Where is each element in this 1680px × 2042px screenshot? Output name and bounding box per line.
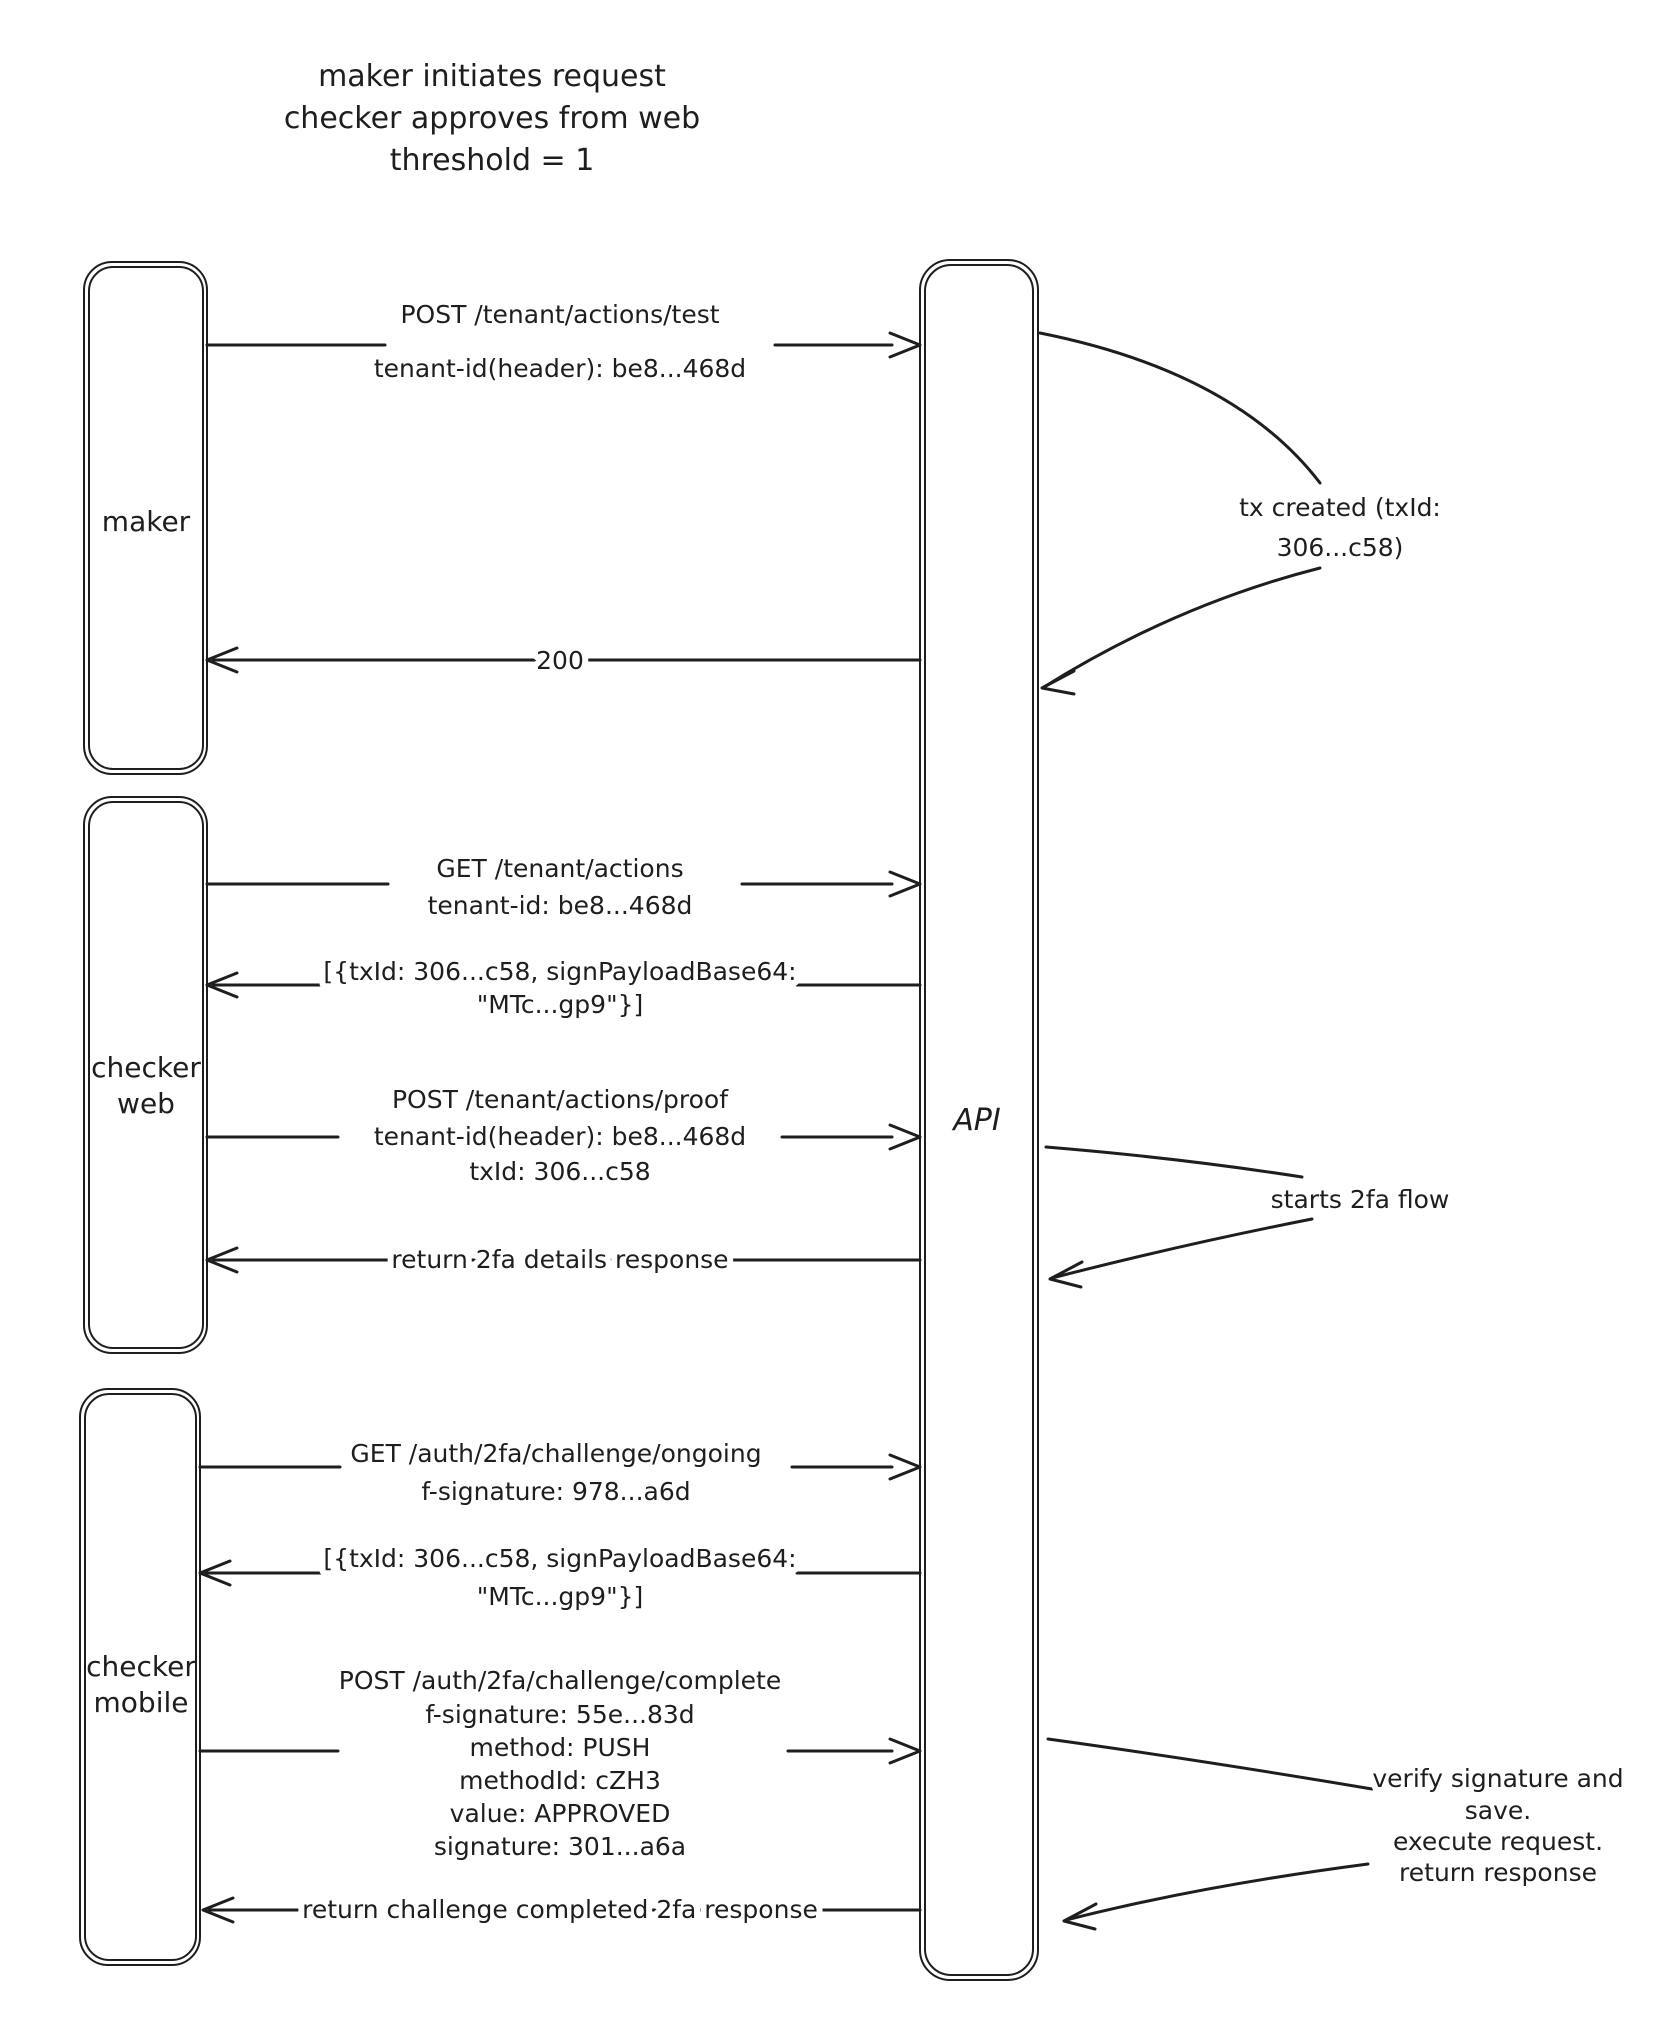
message-label: f-signature: 55e...83d [425, 1700, 694, 1729]
message-label: tenant-id(header): be8...468d [374, 354, 746, 383]
actor-label-checker-mobile-line: checker [86, 1650, 196, 1683]
api-box-inner [924, 264, 1034, 1976]
arrowhead-left-icon [205, 971, 239, 999]
message-200-response: 200 [205, 640, 922, 681]
message-label: GET /auth/2fa/challenge/ongoing [350, 1439, 761, 1468]
arrowhead-left-icon [201, 1896, 235, 1924]
annotation-label: execute request. [1393, 1827, 1603, 1856]
annotation-label: verify signature and [1372, 1764, 1623, 1793]
message-post-tenant-actions-test: POST /tenant/actions/test tenant-id(head… [205, 294, 922, 389]
message-post-tenant-actions-proof: POST /tenant/actions/proof tenant-id(hea… [205, 1079, 922, 1192]
message-label: txId: 306...c58 [469, 1157, 650, 1186]
message-label: return 2fa details response [391, 1245, 728, 1274]
annotation-line-back [1064, 1862, 1370, 1922]
arrowhead-left-icon [1062, 1902, 1098, 1931]
message-label: "MTc...gp9"}] [477, 1582, 643, 1611]
actor-box-maker-inner [88, 266, 204, 770]
actor-label-checker-mobile-line: mobile [94, 1686, 189, 1719]
message-label: methodId: cZH3 [459, 1766, 661, 1795]
annotation-label: return response [1399, 1858, 1597, 1887]
message-label: tenant-id(header): be8...468d [374, 1122, 746, 1151]
message-label: return challenge completed 2fa response [302, 1895, 818, 1924]
annotation-label: save. [1465, 1796, 1531, 1825]
annotation-tx-created: tx created (txId: 306...c58) [1038, 331, 1447, 696]
diagram-title-line: checker approves from web [284, 101, 700, 136]
annotation-verify-signature: verify signature and save. execute reque… [1046, 1737, 1630, 1931]
message-actions-list-response: [{txId: 306...c58, signPayloadBase64: "M… [205, 951, 922, 1025]
arrowhead-right-icon [888, 870, 922, 898]
message-label: [{txId: 306...c58, signPayloadBase64: [323, 957, 796, 986]
annotation-curve-back [1042, 566, 1322, 689]
message-label: GET /tenant/actions [436, 854, 683, 883]
annotation-label: 306...c58) [1277, 533, 1404, 562]
message-get-tenant-actions: GET /tenant/actions tenant-id: be8...468… [205, 848, 922, 926]
message-label: f-signature: 978...a6d [421, 1477, 690, 1506]
arrowhead-left-icon [198, 1559, 232, 1587]
message-label: 200 [536, 646, 584, 675]
actor-label-checker-web-line: checker [91, 1051, 201, 1084]
api-label: API [951, 1103, 1001, 1138]
message-label: POST /tenant/actions/proof [392, 1085, 729, 1114]
message-return-2fa-details: return 2fa details response [205, 1239, 922, 1280]
api-lifeline: API [919, 259, 1039, 1981]
arrowhead-right-icon [888, 1123, 922, 1151]
message-label: value: APPROVED [450, 1799, 671, 1828]
actor-box-checker-web [83, 796, 208, 1354]
arrowhead-left-icon [205, 1246, 239, 1274]
message-challenge-list-response: [{txId: 306...c58, signPayloadBase64: "M… [198, 1538, 922, 1617]
arrowhead-right-icon [888, 1737, 922, 1765]
message-label: [{txId: 306...c58, signPayloadBase64: [323, 1544, 796, 1573]
message-return-challenge-completed: return challenge completed 2fa response [201, 1889, 922, 1930]
annotation-curve-out [1038, 331, 1322, 485]
annotation-line-back [1050, 1217, 1314, 1280]
message-post-2fa-challenge-complete: POST /auth/2fa/challenge/complete f-sign… [198, 1660, 922, 1867]
message-label: tenant-id: be8...468d [428, 891, 693, 920]
arrowhead-left-icon [1040, 669, 1076, 696]
actor-checker-web: checker web [83, 796, 208, 1354]
actor-box-maker [83, 261, 208, 775]
arrowhead-right-icon [888, 331, 922, 359]
actor-box-checker-mobile-inner [84, 1393, 197, 1961]
annotation-label: starts 2fa flow [1271, 1185, 1450, 1214]
annotation-line-out [1044, 1145, 1304, 1179]
diagram-title-line: maker initiates request [318, 59, 666, 94]
actor-box-checker-web-inner [88, 801, 204, 1349]
actor-maker: maker [83, 261, 208, 775]
arrowhead-left-icon [205, 646, 239, 674]
api-box [919, 259, 1039, 1981]
actor-checker-mobile: checker mobile [79, 1388, 201, 1966]
diagram-title: maker initiates request checker approves… [284, 59, 700, 178]
message-label: "MTc...gp9"}] [477, 990, 643, 1019]
message-label: POST /tenant/actions/test [400, 300, 719, 329]
message-label: POST /auth/2fa/challenge/complete [339, 1666, 781, 1695]
arrowhead-left-icon [1048, 1260, 1084, 1289]
annotation-label: tx created (txId: [1239, 493, 1441, 522]
annotation-line-out [1046, 1737, 1374, 1791]
actor-label-checker-web-line: web [117, 1087, 175, 1120]
annotation-starts-2fa-flow: starts 2fa flow [1044, 1145, 1455, 1289]
message-label: signature: 301...a6a [434, 1832, 686, 1861]
actor-label-maker: maker [102, 505, 191, 538]
diagram-title-line: threshold = 1 [390, 143, 595, 178]
arrowhead-right-icon [888, 1453, 922, 1481]
actor-box-checker-mobile [79, 1388, 201, 1966]
message-get-2fa-challenge-ongoing: GET /auth/2fa/challenge/ongoing f-signat… [198, 1433, 922, 1512]
message-label: method: PUSH [470, 1733, 651, 1762]
